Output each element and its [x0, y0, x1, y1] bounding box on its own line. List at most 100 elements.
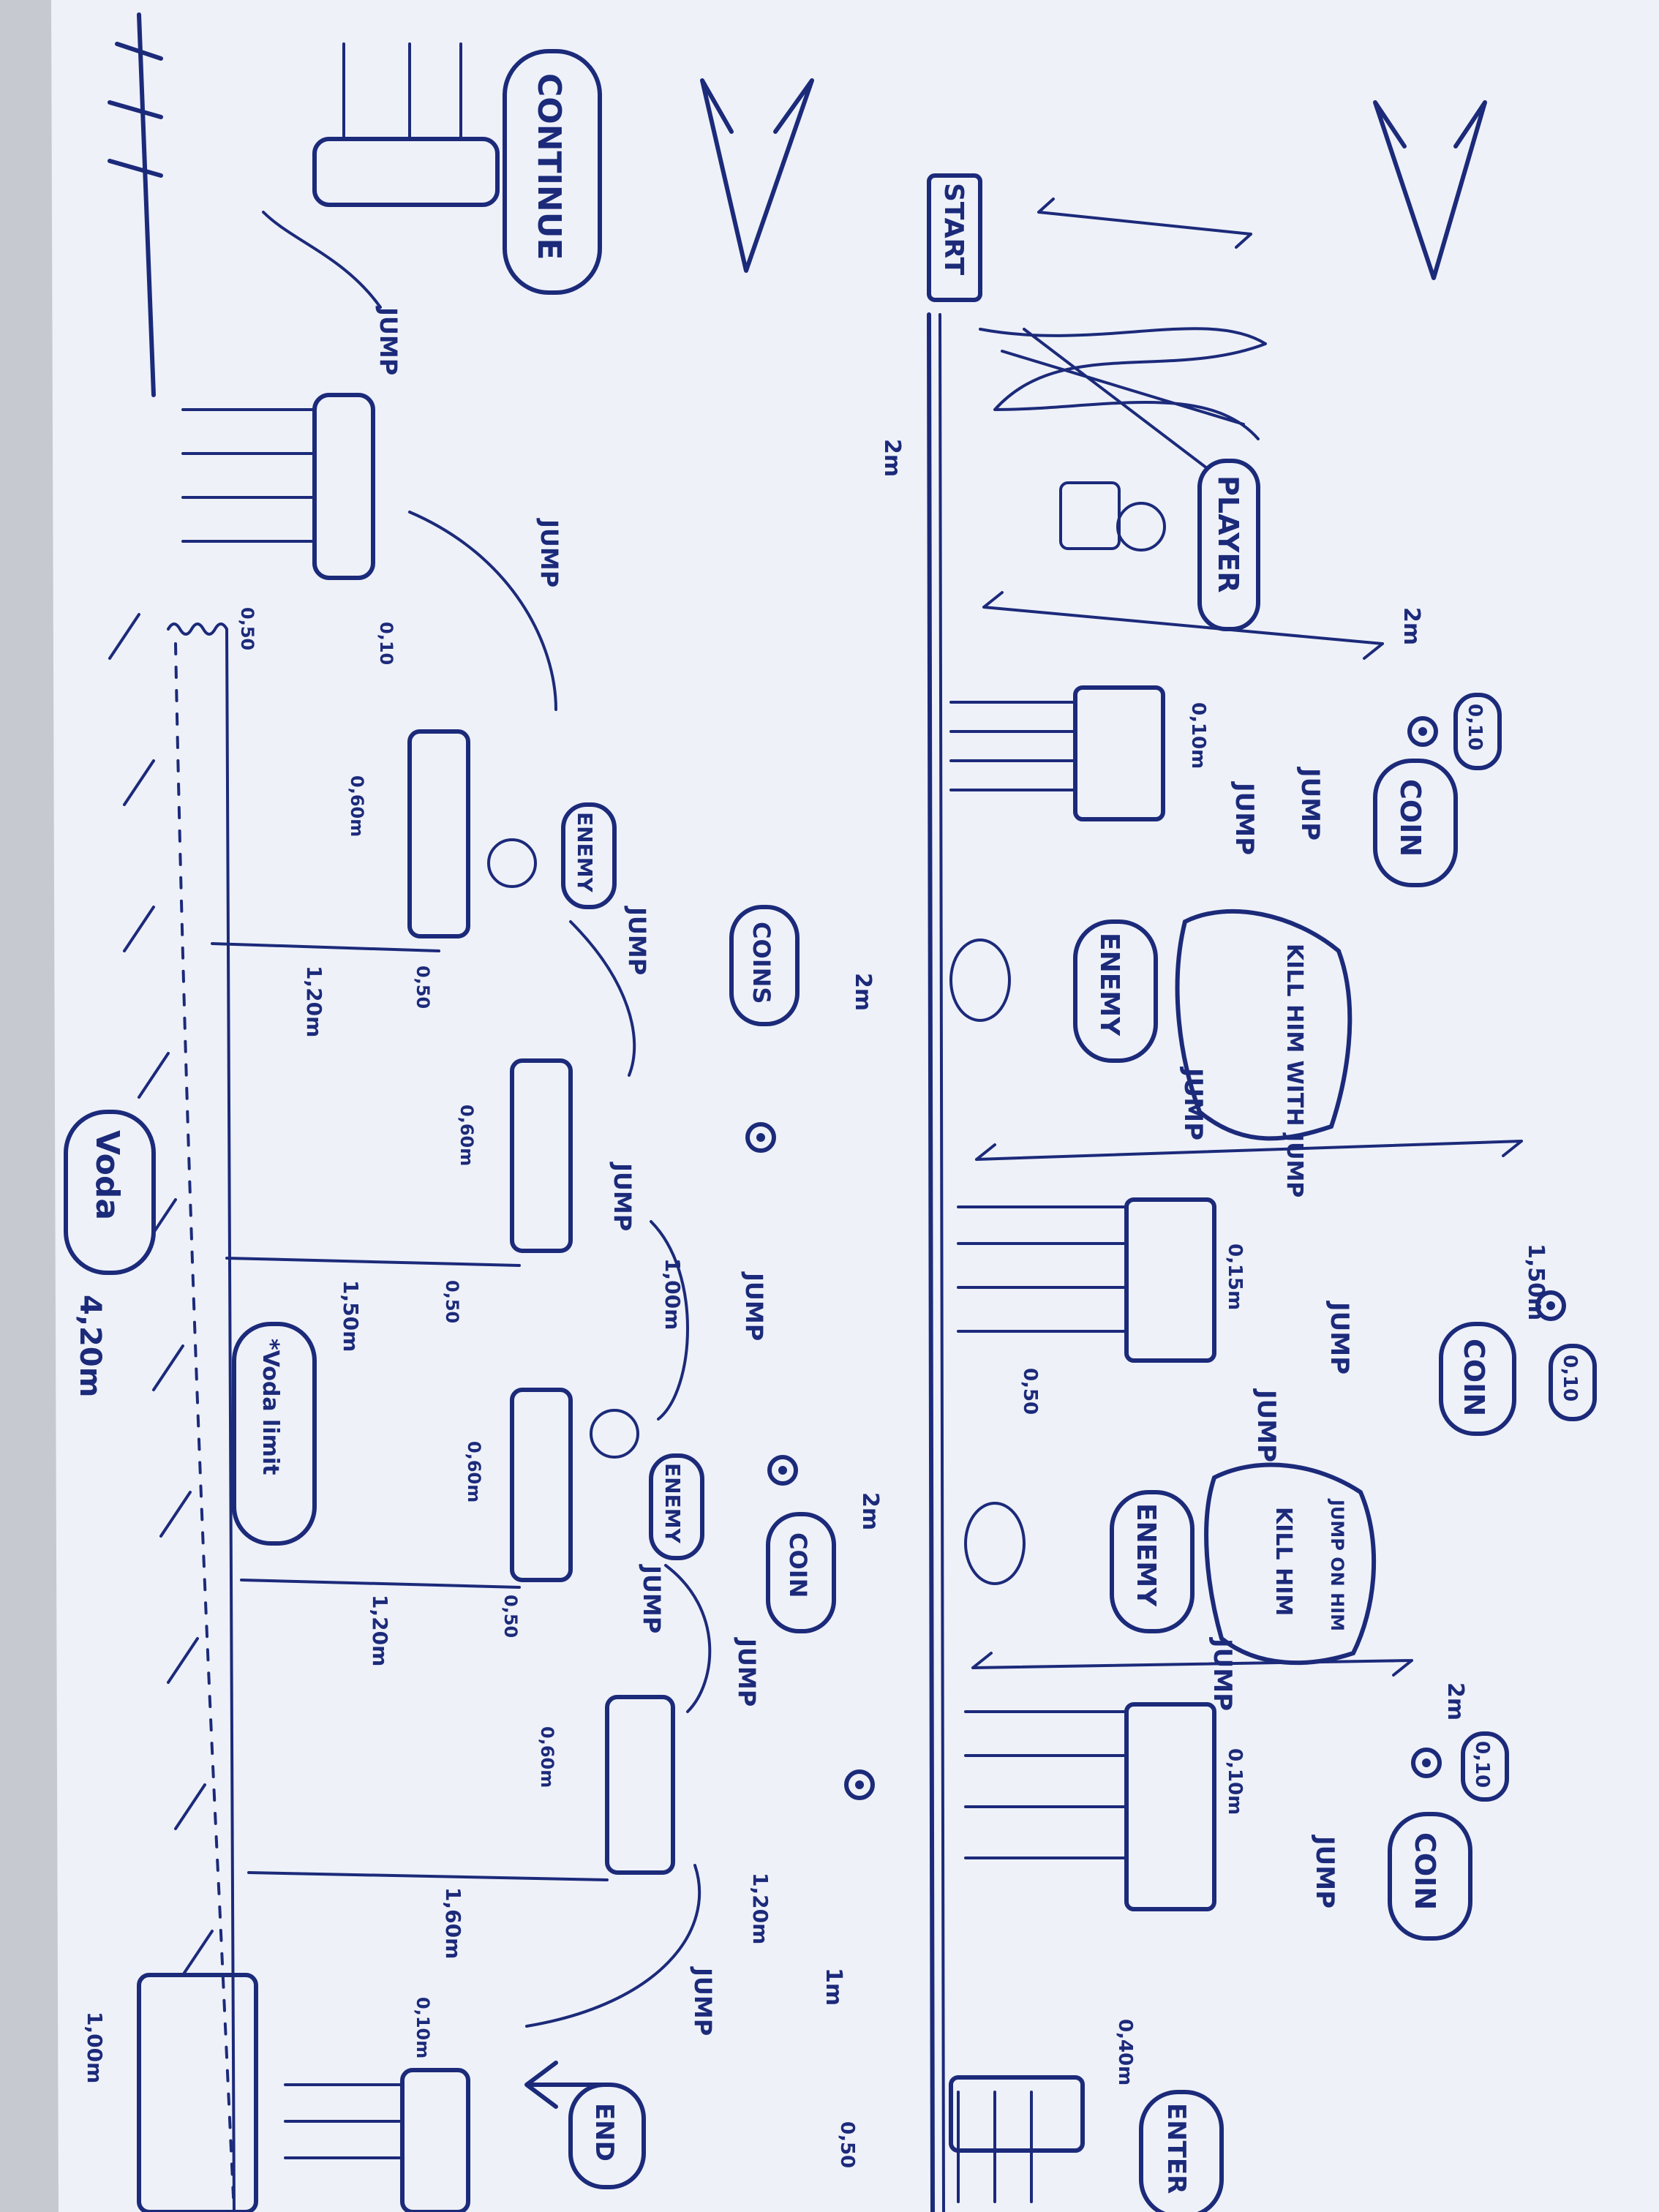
player-label: PLAYER — [1212, 475, 1244, 593]
coins-label: COINS — [748, 922, 775, 1004]
start-label: START — [938, 183, 968, 276]
coin-label: COIN — [1394, 779, 1426, 857]
coin-icon — [1535, 1290, 1566, 1321]
distance-arrow — [982, 591, 1384, 660]
pipe-top-stem — [342, 42, 462, 140]
upper-level: START PLAYER COIN — [700, 78, 1597, 2212]
coin-value-bubble — [1461, 1731, 1509, 1802]
coins-bubble — [729, 905, 800, 1026]
enemy-bubble — [561, 802, 617, 909]
enemy-figure — [487, 838, 537, 888]
upper-platform — [949, 2075, 1085, 2203]
jump-label: JUMP — [1178, 1066, 1208, 1140]
platform-label: 0,60m — [464, 1441, 484, 1502]
platform-label: 0,60m — [456, 1105, 477, 1166]
jump-label: JUMP — [1252, 1388, 1281, 1462]
coin-bubble — [1388, 1812, 1472, 1941]
lower-platform — [181, 393, 375, 580]
platform-label: 0,15m — [1224, 1244, 1246, 1310]
platform-label: 0,10m — [413, 1997, 433, 2058]
top-ground — [108, 12, 163, 397]
arrow-to-end — [524, 2061, 609, 2109]
down-arrow-icon — [700, 78, 814, 273]
platform-label: 0,60m — [347, 775, 367, 837]
jump-label: JUMP — [1325, 1301, 1354, 1374]
jump-label: JUMP — [1310, 1835, 1339, 1908]
water-surface — [174, 642, 236, 2212]
distance-label: 1,50m — [339, 1280, 363, 1352]
enemy-bubble — [1073, 919, 1158, 1063]
enemy-label: ENEMY — [1131, 1503, 1161, 1607]
ground-line-inner — [938, 313, 945, 2212]
kill-note: KILL HIM WITH JUMP — [1282, 944, 1307, 1197]
lower-platform — [407, 729, 470, 938]
coin-value: 0,10 — [1464, 704, 1486, 750]
enter-label: ENTER — [1162, 2103, 1191, 2194]
platform-label: 0,10 — [376, 622, 396, 665]
enter-bubble — [1139, 2090, 1224, 2212]
distance-label: 1,00m — [661, 1258, 685, 1330]
enemy-figure — [964, 1502, 1026, 1585]
coin-label: COIN — [784, 1532, 812, 1598]
enemy-figure — [949, 938, 1011, 1022]
platform-label: 0,50 — [442, 1280, 462, 1323]
distance-label: 2m — [1442, 1682, 1468, 1720]
water-limit-bubble — [232, 1322, 317, 1546]
coin-icon — [767, 1455, 798, 1486]
jump-label: JUMP — [1208, 1637, 1237, 1711]
depth-line — [211, 942, 609, 1881]
jump-arc — [408, 511, 557, 711]
coin-icon — [844, 1769, 875, 1800]
end-pipe — [284, 2068, 470, 2212]
upper-platform — [949, 685, 1165, 821]
enemy-bubble — [1110, 1490, 1195, 1633]
water-limit-label: *Voda limit — [257, 1339, 283, 1475]
water-label: Voda — [89, 1130, 126, 1220]
platform-label: 0,50 — [500, 1595, 521, 1638]
kill-note-cloud — [1204, 1462, 1377, 1666]
ground-line — [927, 312, 935, 2212]
lower-level: CONTINUE ENEMY — [64, 12, 875, 2212]
jump-label: JUMP — [1295, 767, 1325, 840]
water-depth-label: 4,20m — [73, 1295, 107, 1397]
upper-platform — [964, 1702, 1216, 1911]
down-arrow-icon — [1373, 100, 1487, 280]
jump-label: JUMP — [535, 518, 563, 587]
continue-bubble — [503, 49, 602, 295]
jump-arc — [650, 1220, 689, 1421]
start-box — [927, 173, 982, 302]
distance-label: 1m — [821, 1968, 846, 2006]
distance-arrow — [971, 1652, 1413, 1677]
coin-icon — [745, 1122, 776, 1153]
platform-label: 0,50 — [413, 966, 433, 1009]
distance-label: 1,60m — [441, 1887, 465, 1959]
enemy-label: ENEMY — [661, 1463, 685, 1544]
jump-arc — [569, 920, 636, 1077]
end-label: END — [590, 2103, 619, 2162]
jump-label: JUMP — [609, 1162, 636, 1231]
upper-platform — [957, 1197, 1216, 1363]
coin-label: COIN — [1409, 1832, 1441, 1910]
platform-label: 0,10m — [1224, 1748, 1246, 1815]
platform-label: 0,60m — [537, 1726, 557, 1788]
coin-icon — [1407, 716, 1438, 747]
distance-arrow — [1037, 198, 1252, 249]
jump-label: JUMP — [689, 1966, 717, 2036]
lower-platform — [605, 1695, 675, 1875]
coin-value-bubble — [1549, 1344, 1597, 1421]
player-head — [1116, 502, 1166, 552]
jump-arc — [664, 1564, 712, 1713]
distance-label: 1,50m — [1523, 1244, 1549, 1320]
coin-bubble — [766, 1512, 836, 1633]
distance-arrow — [975, 1140, 1523, 1161]
kill-note: JUMP ON HIM — [1327, 1498, 1347, 1631]
water-bubble — [64, 1110, 156, 1275]
kill-note-cloud — [1175, 908, 1353, 1141]
platform-label: 0,40m — [1114, 2019, 1136, 2085]
pipe-top — [312, 137, 500, 207]
distance-label: 1,20m — [748, 1873, 772, 1944]
lower-platform — [510, 1058, 573, 1253]
enemy-label: ENEMY — [1094, 933, 1124, 1037]
jump-label: JUMP — [740, 1271, 768, 1341]
kill-note: KILL HIM — [1271, 1507, 1296, 1616]
